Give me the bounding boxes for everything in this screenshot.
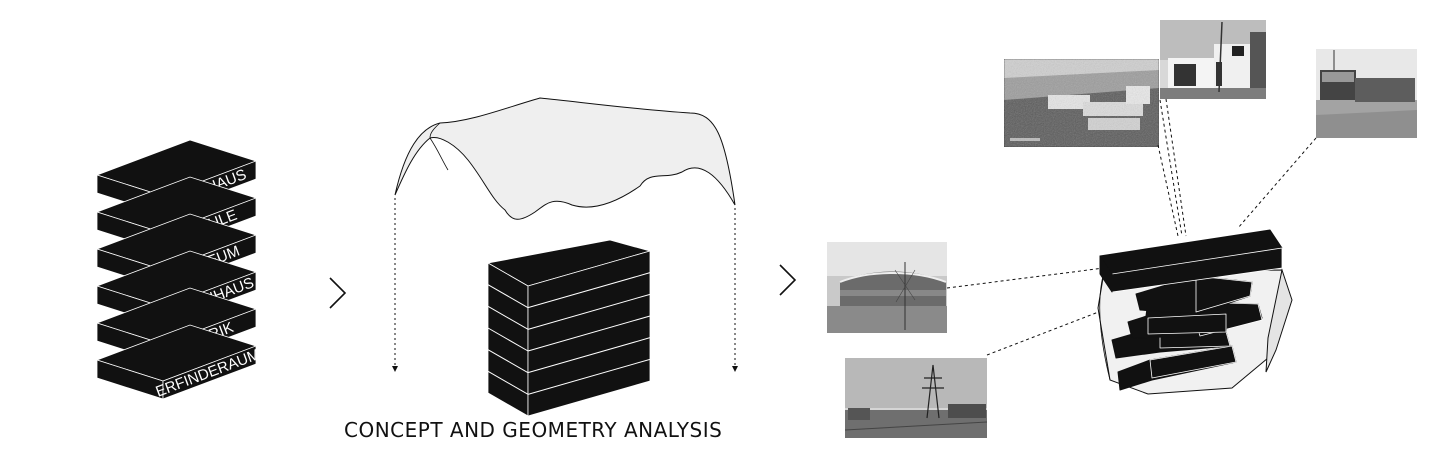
arrowhead-icon	[732, 366, 738, 372]
arrowhead-icon	[392, 366, 398, 372]
slab-right-face	[162, 345, 257, 400]
chevron-right-icon	[329, 277, 347, 309]
photo-white-house	[1160, 20, 1266, 99]
leader-lines	[946, 98, 1317, 356]
box-floor-line	[527, 315, 651, 352]
diagram-caption: CONCEPT AND GEOMETRY ANALYSIS	[344, 418, 723, 442]
box-floor-line	[487, 370, 529, 395]
box-floor-line	[487, 305, 529, 330]
chevron-right-icon	[779, 264, 797, 296]
box-floor-line	[487, 349, 529, 374]
box-floor-line	[487, 327, 529, 352]
twisted-stack	[1097, 229, 1293, 395]
box-floor-line	[527, 337, 651, 374]
massing-box	[486, 239, 652, 417]
box-floor-line	[527, 358, 651, 395]
photo-pylon	[844, 358, 988, 438]
fabric-sheet	[394, 97, 736, 220]
box-floor-line	[527, 293, 651, 330]
box-floor-line	[487, 284, 529, 309]
program-stack: KLUBHAUSSCHULEMUSEUMWARENHAUSFABRIKERFIN…	[95, 139, 262, 401]
photo-aerial-school	[1003, 58, 1160, 148]
photo-round-building	[1316, 49, 1417, 138]
box-floor-line	[527, 272, 651, 309]
photo-rotunda	[827, 242, 947, 333]
